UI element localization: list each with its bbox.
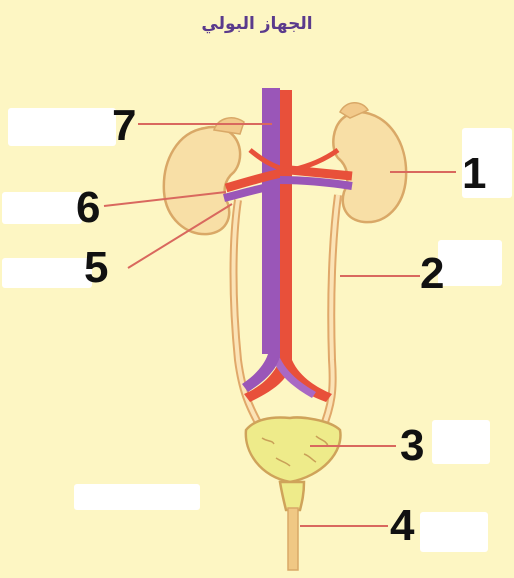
vena-cava: [242, 88, 280, 392]
label-number-3: 3: [400, 424, 424, 468]
label-number-2: 2: [420, 252, 444, 296]
bladder: [246, 418, 341, 483]
bladder-neck: [280, 482, 304, 510]
diagram-title: الجهاز البولي: [0, 14, 514, 34]
label-number-1: 1: [462, 152, 486, 196]
label-number-4: 4: [390, 504, 414, 548]
label-number-7: 7: [112, 104, 136, 148]
label-number-5: 5: [84, 246, 108, 290]
right-upper-vessel: [292, 150, 338, 170]
urethra: [288, 508, 298, 570]
right-kidney: [333, 112, 406, 222]
left-kidney: [164, 127, 240, 234]
aorta: [244, 90, 332, 402]
right-renal-artery: [290, 170, 352, 176]
label-number-6: 6: [76, 186, 100, 230]
